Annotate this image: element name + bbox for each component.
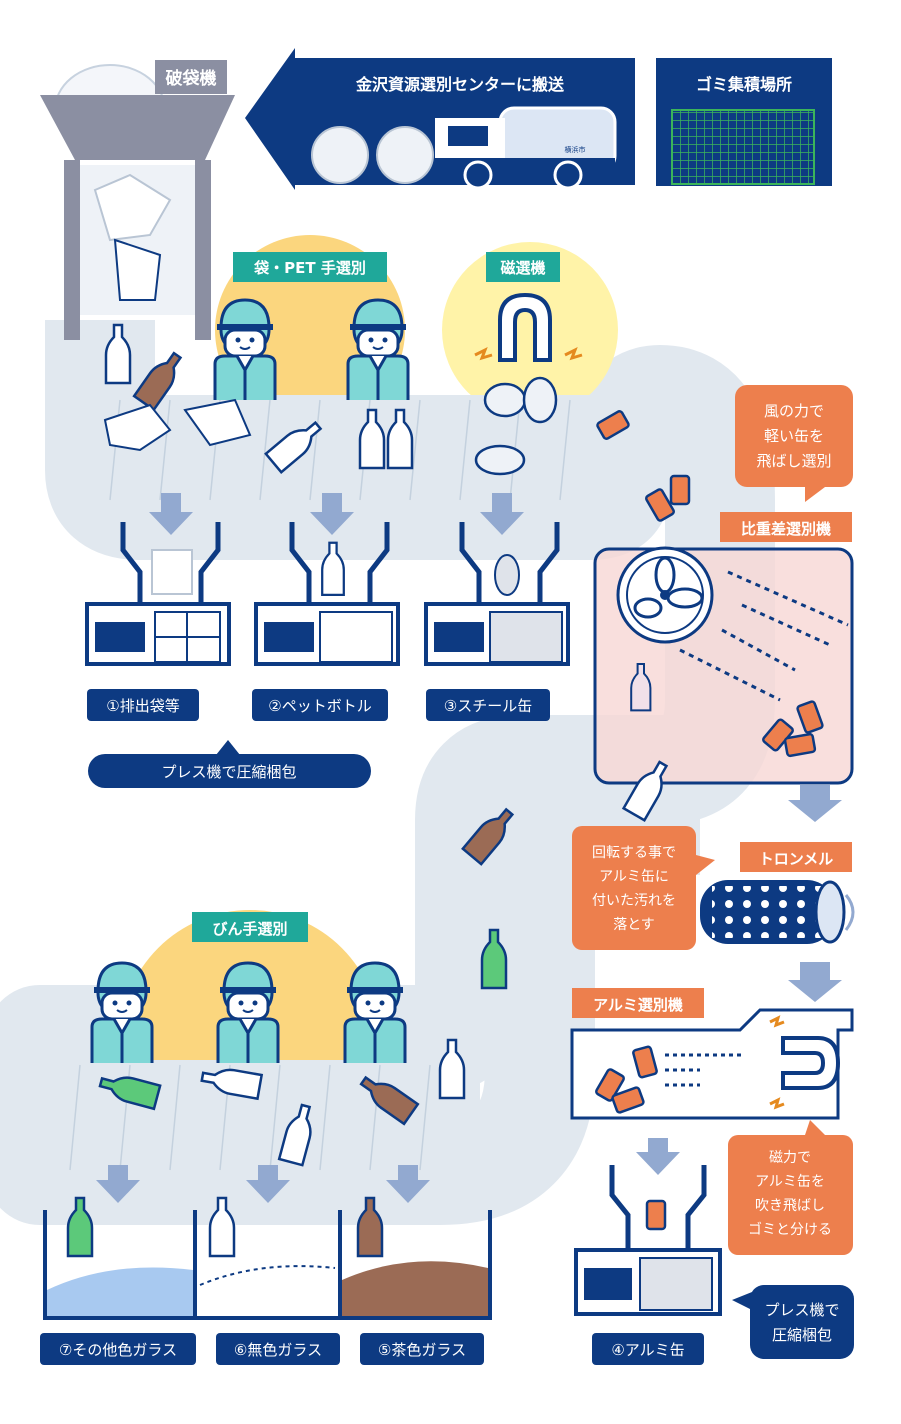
fan-icon bbox=[616, 546, 714, 644]
down-arrow bbox=[788, 785, 842, 822]
can-icon bbox=[483, 382, 527, 418]
transport-banner: 金沢資源選別センターに搬送 横浜市 bbox=[245, 48, 635, 190]
can-icon bbox=[669, 474, 691, 506]
wind-note-1: 風の力で bbox=[764, 402, 824, 420]
lightning-icon bbox=[474, 346, 493, 361]
bag-pet-sort-label: 袋・PET 手選別 bbox=[253, 259, 366, 277]
output-4: ④アルミ缶 bbox=[611, 1341, 684, 1359]
bag-breaker-label: 破袋機 bbox=[166, 68, 217, 89]
gravity-sorter: 比重差選別機 bbox=[593, 512, 854, 785]
wind-note-2: 軽い缶を bbox=[764, 427, 824, 445]
output-7: ⑦その他色ガラス bbox=[59, 1341, 177, 1359]
magnet-note-2: アルミ缶を bbox=[755, 1174, 825, 1190]
bottle-sorting: びん手選別 bbox=[90, 912, 420, 1167]
bag-item bbox=[151, 549, 193, 595]
aluminum-sorter: アルミ選別機 bbox=[570, 988, 854, 1120]
can-icon bbox=[494, 554, 520, 596]
magnet-icon bbox=[498, 292, 552, 362]
output-2: ②ペットボトル bbox=[268, 697, 371, 715]
trommel-label: トロンメル bbox=[759, 850, 834, 868]
trommel-note-3: 付いた汚れを bbox=[592, 893, 676, 909]
press-note-alu-2: 圧縮梱包 bbox=[772, 1326, 832, 1344]
lightning-icon bbox=[564, 346, 583, 361]
magnet-note-3: 吹き飛ばし bbox=[755, 1198, 825, 1214]
output-3: ③スチール缶 bbox=[444, 697, 532, 715]
truck-text: 横浜市 bbox=[565, 145, 586, 154]
press-note-main-text: プレス機で圧縮梱包 bbox=[161, 763, 296, 781]
trommel: トロンメル bbox=[700, 842, 855, 944]
magnet-note: 磁力で アルミ缶を 吹き飛ばし ゴミと分ける bbox=[728, 1120, 853, 1255]
bottle-sort-label: びん手選別 bbox=[212, 920, 287, 938]
output-1: ①排出袋等 bbox=[106, 697, 179, 715]
lightning-icon bbox=[769, 1097, 785, 1110]
output-6: ⑥無色ガラス bbox=[234, 1341, 322, 1359]
output-5: ⑤茶色ガラス bbox=[378, 1341, 466, 1359]
wind-note-3: 飛ばし選別 bbox=[756, 452, 831, 470]
down-arrow bbox=[636, 1138, 680, 1175]
trash-bag-icon bbox=[376, 126, 434, 184]
press-note-alu-1: プレス機で bbox=[764, 1301, 839, 1319]
down-arrow bbox=[788, 962, 842, 1002]
down-arrows bbox=[149, 493, 524, 535]
press-note-alu: プレス機で 圧縮梱包 bbox=[732, 1285, 854, 1359]
can-icon bbox=[783, 732, 817, 758]
trommel-note: 回転する事で アルミ缶に 付いた汚れを 落とす bbox=[572, 826, 715, 950]
wind-note: 風の力で 軽い缶を 飛ばし選別 bbox=[735, 385, 853, 502]
lightning-icon bbox=[769, 1015, 785, 1028]
magnetic-sorter-label: 磁選機 bbox=[500, 259, 545, 277]
collection-point-label: ゴミ集積場所 bbox=[696, 75, 792, 94]
garbage-truck-icon: 横浜市 bbox=[435, 106, 617, 190]
magnet-icon bbox=[781, 1036, 841, 1090]
output-labels: ①排出袋等 ②ペットボトル ③スチール缶 ④アルミ缶 ⑤茶色ガラス ⑥無色ガラス… bbox=[40, 689, 704, 1365]
press-note-main: プレス機で圧縮梱包 bbox=[88, 740, 371, 788]
bag-breaker: 破袋機 bbox=[40, 60, 235, 340]
bag-pet-sorting: 袋・PET 手選別 bbox=[103, 252, 414, 474]
glow-magnetic bbox=[442, 242, 618, 418]
transport-label: 金沢資源選別センターに搬送 bbox=[355, 75, 565, 94]
collection-point: ゴミ集積場所 bbox=[656, 58, 832, 186]
magnet-note-4: ゴミと分ける bbox=[748, 1221, 832, 1238]
can-icon bbox=[474, 444, 526, 476]
magnetic-sorter: 磁選機 bbox=[474, 252, 583, 476]
trash-bag-icon bbox=[311, 126, 369, 184]
trommel-note-4: 落とす bbox=[613, 917, 655, 933]
down-arrows-glass bbox=[96, 1165, 430, 1203]
trommel-note-1: 回転する事で bbox=[592, 845, 676, 861]
magnet-note-1: 磁力で bbox=[769, 1150, 811, 1166]
can-icon bbox=[645, 1199, 667, 1231]
can-icon bbox=[522, 376, 558, 424]
press-bases bbox=[85, 602, 722, 1316]
trommel-note-2: アルミ缶に bbox=[599, 869, 669, 885]
press-machine-icon bbox=[120, 522, 707, 1250]
glass-bins bbox=[43, 1196, 492, 1320]
aluminum-sorter-label: アルミ選別機 bbox=[593, 996, 683, 1014]
gravity-sorter-label: 比重差選別機 bbox=[741, 520, 831, 538]
